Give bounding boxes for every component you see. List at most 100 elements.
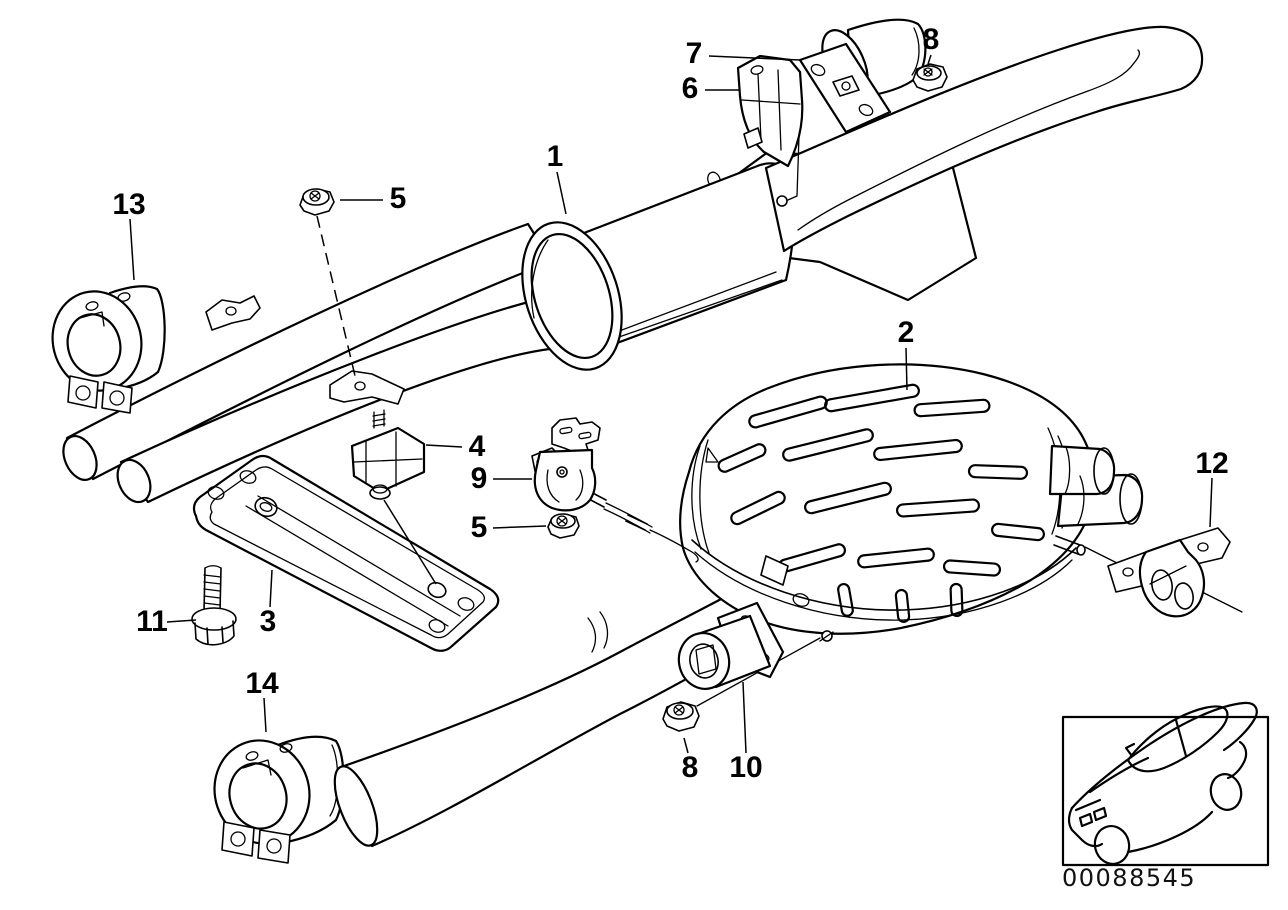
- nut-5-middle-thread: [557, 517, 567, 525]
- pipe-strap-hole: [354, 381, 366, 391]
- rear-silencer-pin-tip: [1076, 544, 1086, 556]
- mount-10-bore: [689, 643, 719, 679]
- clamp-14-hole: [279, 743, 293, 753]
- tail-pipe-ring: [1064, 446, 1085, 525]
- callout-12[interactable]: 12: [1195, 447, 1229, 480]
- clamp-13-bore: [66, 313, 122, 377]
- bolt-11-hex: [194, 620, 235, 646]
- tail-pipe-tip-hook: [1133, 49, 1141, 64]
- clamp-part-14: [213, 735, 345, 864]
- hanger-9-top-plate: [551, 417, 601, 453]
- front-pipe-rear-open-end: [62, 435, 98, 481]
- mount-part-10-assembly: [662, 601, 834, 732]
- rear-inlet-pipe-sleeve: [587, 611, 609, 653]
- clamp-14-ear-bolt: [230, 831, 246, 847]
- plate-part-3: [192, 455, 500, 652]
- front-silencer-part-1: [521, 25, 1204, 371]
- mount-4-strap-lines: [353, 431, 423, 487]
- drawing-number: 00088545: [1062, 864, 1197, 892]
- plate-3-hole: [207, 486, 225, 500]
- nut-8-upper-hole: [923, 67, 933, 77]
- callout-7[interactable]: 7: [685, 37, 703, 70]
- plate-3-mount-hole: [427, 581, 447, 599]
- nut-5-middle-hole: [556, 515, 568, 527]
- bracket-part-6: [736, 54, 804, 168]
- plate-3-center-ridge: [245, 495, 461, 627]
- front-pipe-front-open-end: [116, 458, 152, 504]
- callout-13[interactable]: 13: [112, 188, 146, 221]
- rear-silencer-clip: [760, 555, 789, 586]
- hanger-rod: [603, 502, 699, 563]
- clamp-13-ear: [67, 375, 99, 409]
- tail-pipe-inner-edge: [797, 62, 1135, 231]
- bolt-11-threads: [203, 565, 222, 606]
- nut-8-upper-thread: [923, 68, 933, 76]
- stud-tick: [819, 631, 834, 642]
- clamp-13-hole: [117, 292, 131, 302]
- nut-8-lower-thread: [674, 706, 684, 714]
- bolt-part-11: [191, 565, 237, 646]
- callout-6[interactable]: 6: [681, 72, 699, 105]
- plate-3-hole: [239, 470, 257, 484]
- hanger-9-body: [533, 448, 597, 512]
- nut-5-upper-thread: [310, 192, 320, 200]
- rear-silencer-part-2: [679, 363, 1144, 635]
- mount-part-7-assembly: [736, 18, 948, 168]
- mount-7-cylinder-edge: [911, 27, 920, 76]
- car-outline: [1067, 701, 1258, 865]
- car-thumbnail: [1061, 701, 1270, 867]
- hanger-9-slot: [559, 426, 573, 435]
- callout-10[interactable]: 10: [729, 751, 763, 784]
- hanger-9-hole: [556, 466, 568, 478]
- bracket-12-big-hole: [1174, 582, 1194, 610]
- callout-5-middle[interactable]: 5: [470, 511, 488, 544]
- bracket-part-12: [1084, 527, 1243, 618]
- rear-silencer-skirt-seam: [691, 539, 1077, 611]
- clamp-14-ear-bolt: [266, 838, 282, 854]
- callout-3[interactable]: 3: [259, 605, 277, 638]
- nut-5-upper-hole: [309, 190, 321, 202]
- callout-8-lower[interactable]: 8: [681, 751, 699, 784]
- clamp-13-ear-bolt: [109, 390, 125, 406]
- plate-3-hole: [428, 619, 446, 633]
- nut-part-5-upper: [299, 188, 335, 216]
- clamp-14-hole: [245, 751, 259, 761]
- rear-silencer-pin: [1053, 535, 1081, 555]
- tail-pipe-tip-upper-rim: [1093, 447, 1115, 495]
- inlet-collar-outer: [521, 221, 623, 371]
- hanger-part-9: [531, 417, 699, 563]
- clamp-14-bore: [228, 762, 288, 830]
- callout-4[interactable]: 4: [468, 430, 486, 463]
- tail-pipe-tip-lower-rim: [1119, 473, 1143, 525]
- plate-3-outline: [192, 455, 500, 652]
- callout-11[interactable]: 11: [136, 605, 168, 638]
- bolt-11-flange: [191, 607, 237, 631]
- rear-inlet-pipe: [333, 586, 762, 848]
- rear-silencer-oval-hole: [792, 593, 810, 607]
- rear-silencer-notch: [705, 447, 719, 463]
- plate-3-collared-hole-inner: [259, 502, 273, 512]
- callout-9[interactable]: 9: [470, 462, 488, 495]
- rear-silencer-outline: [679, 363, 1096, 635]
- callout-14[interactable]: 14: [245, 667, 279, 700]
- mount-7-flange-plate: [798, 42, 892, 134]
- callout-2[interactable]: 2: [897, 316, 915, 349]
- mount-4-bottom-nut-top: [372, 484, 388, 494]
- clamp-13-keyway: [79, 311, 105, 327]
- rear-inlet-pipe-open-end: [333, 765, 379, 847]
- callout-8-upper[interactable]: 8: [922, 23, 940, 56]
- mount-part-4: [350, 409, 426, 500]
- clamp-14-ear: [221, 821, 255, 857]
- clamp-14-keyway: [242, 759, 272, 776]
- inlet-collar-inner-arc: [531, 239, 549, 319]
- tail-pipe-large: [764, 25, 1204, 253]
- callout-5-upper[interactable]: 5: [389, 182, 407, 215]
- assembly-line-mount: [787, 135, 800, 201]
- bracket-6-foot: [743, 127, 763, 149]
- callout-1[interactable]: 1: [546, 140, 564, 173]
- hanger-9-slot: [578, 431, 592, 440]
- mount-7-flange-hole: [858, 103, 874, 117]
- hanger-9-hole-inner: [559, 469, 565, 475]
